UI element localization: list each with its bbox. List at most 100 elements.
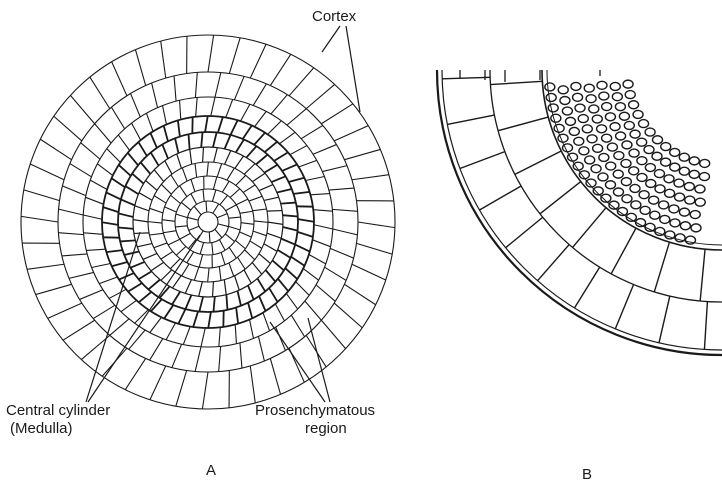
section-cut-edge [437,70,600,82]
small-cell [562,144,572,152]
small-cell [548,104,558,112]
cell-wall [107,149,121,163]
small-cell [582,125,592,133]
cell-wall [236,175,246,185]
cell-wall [161,252,173,260]
cell-wall [314,225,333,229]
cell-wall [225,151,231,165]
cell-wall [250,366,255,403]
cell-wall [248,303,252,319]
small-cell [569,127,579,135]
cell-wall [143,253,157,259]
cell-wall [172,344,182,367]
cell-wall [225,135,231,149]
small-cell [598,173,608,181]
cell-wall [230,189,240,198]
cell-wall [30,164,64,180]
cell-wall [329,188,354,190]
cell-wall [205,116,208,132]
cell-wall [128,283,142,291]
cell-wall [344,149,380,159]
cell-wall [291,315,304,337]
cell-ring [102,116,314,328]
cell-wall [202,372,208,409]
medulla-label: (Medulla) [10,420,73,437]
small-cell [655,185,665,193]
cell-wall [271,176,285,182]
cell-wall [310,194,329,195]
ring-boundary [102,116,314,328]
small-cell [633,110,643,118]
cell-wall [283,215,298,216]
cortical-cell-wall [659,296,670,343]
cell-wall [203,147,204,162]
small-cell [623,80,633,88]
cell-wall [235,276,240,290]
cell-wall [240,211,253,213]
cell-wall [325,267,347,280]
cell-wall [254,221,268,222]
cell-wall [172,292,180,305]
cell-wall [111,178,124,187]
central-cylinder-label: Central cylinder [6,402,110,419]
cell-wall [266,270,276,282]
cell-wall [62,186,85,196]
cell-wall [70,164,92,177]
small-cell [637,157,647,165]
ring-boundary [175,189,241,255]
cell-ring [175,189,241,255]
cell-wall [224,280,226,295]
cell-wall [244,270,251,283]
cell-wall [246,146,256,157]
small-cell [624,121,634,129]
cell-wall [289,68,314,96]
small-cell [605,113,615,121]
cell-wall [176,214,188,217]
cell-wall [208,35,214,72]
cell-wall [93,305,115,318]
cell-wall [171,195,181,203]
cell-wall [132,123,141,140]
cell-wall [235,156,244,168]
cell-wall [250,320,254,339]
cell-wall [191,194,197,205]
cell-wall [80,290,103,300]
cell-wall [239,232,251,237]
cell-wall [243,185,255,193]
cell-wall [258,336,264,361]
cortical-cell-wall [611,228,636,274]
small-cell [606,162,616,170]
small-cell [565,117,575,125]
cell-wall [240,343,242,368]
cell-wall [135,206,149,211]
cortical-cell-wall [460,152,505,169]
cell-wall [135,50,145,86]
cell-wall [199,297,203,312]
cell-wall [236,307,238,323]
cell-wall [185,280,191,294]
cell-wall [269,288,277,302]
small-cell [621,159,631,167]
cell-wall [141,162,151,174]
cell-wall [85,197,103,204]
small-cell [631,201,641,209]
small-cell [646,179,656,187]
cortical-cell-wall [447,115,494,124]
cell-wall [290,146,307,155]
cortical-cell-wall [700,249,705,301]
cell-wall [252,173,265,181]
small-cell [637,138,647,146]
cell-wall [151,153,159,166]
small-cell [675,234,685,242]
small-cell [593,144,603,152]
cell-wall [106,250,122,252]
cell-wall [148,280,160,290]
cell-wall [344,284,375,304]
cell-wall [352,175,389,180]
cell-wall [176,370,187,406]
small-cell [610,82,620,90]
small-cell [546,93,556,101]
cell-wall [309,254,326,263]
prosenchymatous-leader-1 [270,322,325,402]
small-cell [597,81,607,89]
